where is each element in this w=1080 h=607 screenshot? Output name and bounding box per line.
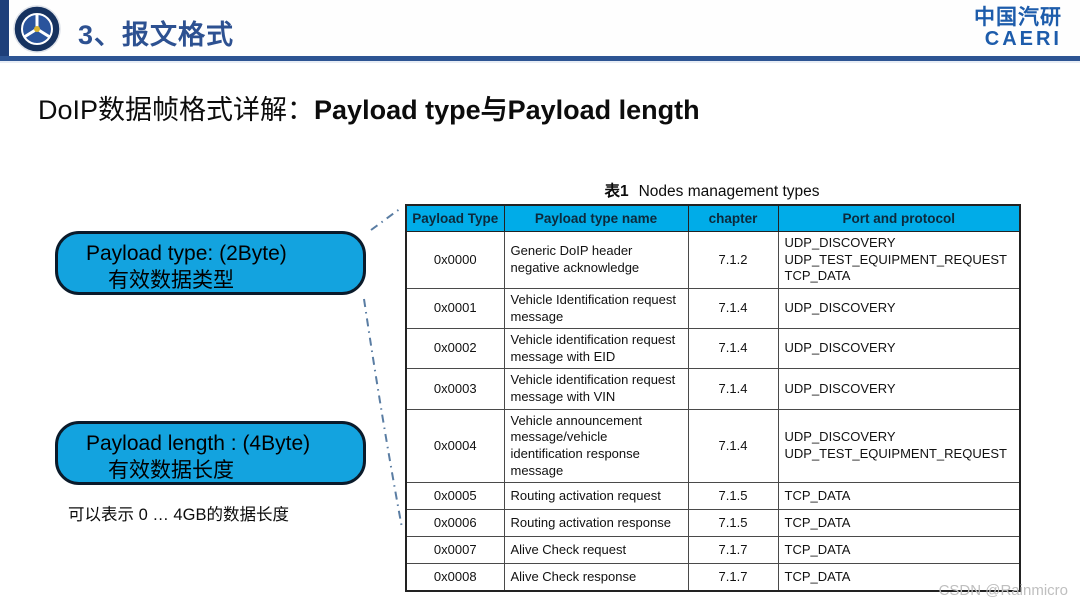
cell-port-protocol: UDP_DISCOVERY [777, 328, 1021, 370]
cell-payload-type: 0x0003 [405, 368, 505, 410]
callout-payload-length-line2: 有效数据长度 [108, 459, 234, 483]
header-left-accent-bar [0, 0, 9, 57]
cell-chapter: 7.1.4 [687, 287, 779, 330]
col-header-chapter: chapter [687, 204, 779, 232]
cell-payload-type-name: Vehicle identification request message w… [503, 328, 689, 370]
payload-types-table: Payload Type Payload type name chapter P… [405, 204, 1021, 592]
watermark: CSDN @Rainmicro [938, 582, 1068, 599]
table-caption-label: 表1 [604, 183, 629, 200]
cell-chapter: 7.1.4 [687, 328, 779, 370]
cell-payload-type: 0x0002 [405, 328, 505, 370]
cell-chapter: 7.1.2 [687, 231, 779, 289]
cell-port-protocol: TCP_DATA [777, 563, 1021, 592]
table-row: 0x0001 Vehicle Identification request me… [405, 287, 1021, 330]
brand-logo: 中国汽研 CAERI [974, 6, 1062, 51]
cell-port-protocol: TCP_DATA [777, 482, 1021, 511]
table-row: 0x0006 Routing activation response 7.1.5… [405, 509, 1021, 538]
table-caption-text: Nodes management types [638, 183, 820, 200]
page-title: DoIP数据帧格式详解：Payload type与Payload length [38, 88, 700, 127]
cell-chapter: 7.1.4 [687, 408, 779, 484]
callout-payload-type-line1: Payload type: (2Byte) [86, 242, 287, 265]
brand-name-cn: 中国汽研 [974, 6, 1062, 29]
cell-payload-type: 0x0004 [405, 408, 505, 484]
callout-payload-length: Payload length : (4Byte) 有效数据长度 [55, 421, 366, 485]
payload-length-note: 可以表示 0 … 4GB的数据长度 [68, 506, 289, 524]
cell-chapter: 7.1.5 [687, 482, 779, 511]
cell-chapter: 7.1.7 [687, 536, 779, 565]
cell-payload-type: 0x0006 [405, 509, 505, 538]
table-header-row: Payload Type Payload type name chapter P… [405, 204, 1021, 232]
cell-chapter: 7.1.4 [687, 368, 779, 410]
table-row: 0x0005 Routing activation request 7.1.5 … [405, 482, 1021, 511]
table-row: 0x0000 Generic DoIP header negative ackn… [405, 231, 1021, 289]
cell-chapter: 7.1.7 [687, 563, 779, 592]
table-row: 0x0002 Vehicle identification request me… [405, 328, 1021, 370]
page-title-prefix: DoIP数据帧格式详解： [38, 95, 315, 125]
page-title-emphasis: Payload type与Payload length [314, 95, 700, 125]
table-row: 0x0008 Alive Check response 7.1.7 TCP_DA… [405, 563, 1021, 592]
cell-payload-type-name: Alive Check response [503, 563, 689, 592]
callout-payload-type-line2: 有效数据类型 [108, 269, 234, 293]
cell-port-protocol: UDP_DISCOVERY [777, 287, 1021, 330]
table-row: 0x0003 Vehicle identification request me… [405, 368, 1021, 410]
cell-payload-type-name: Alive Check request [503, 536, 689, 565]
cell-port-protocol: UDP_DISCOVERY [777, 368, 1021, 410]
callout-payload-type: Payload type: (2Byte) 有效数据类型 [55, 231, 366, 295]
brand-name-en: CAERI [984, 28, 1062, 51]
cell-payload-type: 0x0000 [405, 231, 505, 289]
cell-payload-type: 0x0005 [405, 482, 505, 511]
cell-payload-type-name: Vehicle Identification request message [503, 287, 689, 330]
cell-port-protocol: TCP_DATA [777, 509, 1021, 538]
cell-payload-type: 0x0007 [405, 536, 505, 565]
cell-payload-type-name: Vehicle announcement message/vehicle ide… [503, 408, 689, 484]
cell-port-protocol: TCP_DATA [777, 536, 1021, 565]
caeri-emblem-icon [13, 5, 61, 53]
col-header-payload-type-name: Payload type name [503, 204, 689, 232]
cell-payload-type: 0x0001 [405, 287, 505, 330]
cell-payload-type-name: Generic DoIP header negative acknowledge [503, 231, 689, 289]
cell-payload-type: 0x0008 [405, 563, 505, 592]
slide-header: 3、报文格式 中国汽研 CAERI [0, 0, 1080, 63]
table-row: 0x0007 Alive Check request 7.1.7 TCP_DAT… [405, 536, 1021, 565]
cell-payload-type-name: Routing activation response [503, 509, 689, 538]
section-title: 3、报文格式 [78, 20, 235, 50]
col-header-port-protocol: Port and protocol [777, 204, 1021, 232]
header-divider [0, 56, 1080, 63]
payload-table-body: 0x0000 Generic DoIP header negative ackn… [405, 231, 1021, 592]
cell-payload-type-name: Vehicle identification request message w… [503, 368, 689, 410]
table-caption: 表1 Nodes management types [405, 179, 1019, 201]
table-row: 0x0004 Vehicle announcement message/vehi… [405, 408, 1021, 484]
col-header-payload-type: Payload Type [405, 204, 505, 232]
callout-payload-length-line1: Payload length : (4Byte) [86, 432, 311, 455]
cell-chapter: 7.1.5 [687, 509, 779, 538]
cell-payload-type-name: Routing activation request [503, 482, 689, 511]
